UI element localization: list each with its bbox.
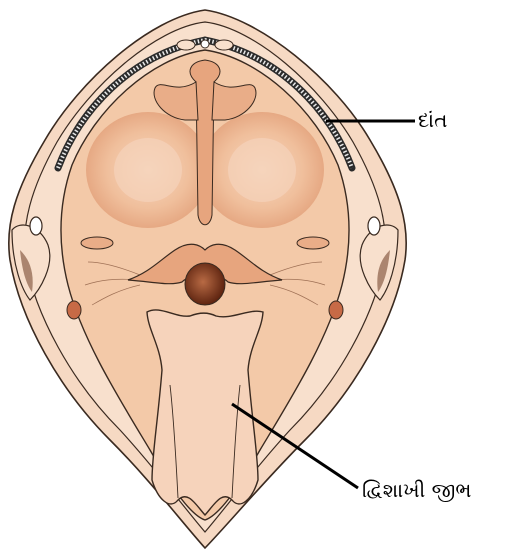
slit-left — [81, 237, 113, 249]
nostril-right — [215, 40, 233, 50]
slit-right — [297, 237, 329, 249]
pore-left — [67, 301, 81, 319]
palate-pad-left-inner — [114, 138, 182, 202]
nostril-left — [177, 40, 195, 50]
jaw-right-hole — [368, 217, 380, 235]
palate-pad-right-inner — [228, 138, 296, 202]
glottis — [185, 263, 225, 305]
label-teeth: દાંત — [418, 108, 447, 132]
jaw-left-hole — [30, 217, 42, 235]
nostril-center — [201, 40, 209, 48]
label-forked-tongue: દ્વિશાખી જીભ — [362, 478, 471, 502]
pore-right — [329, 301, 343, 319]
